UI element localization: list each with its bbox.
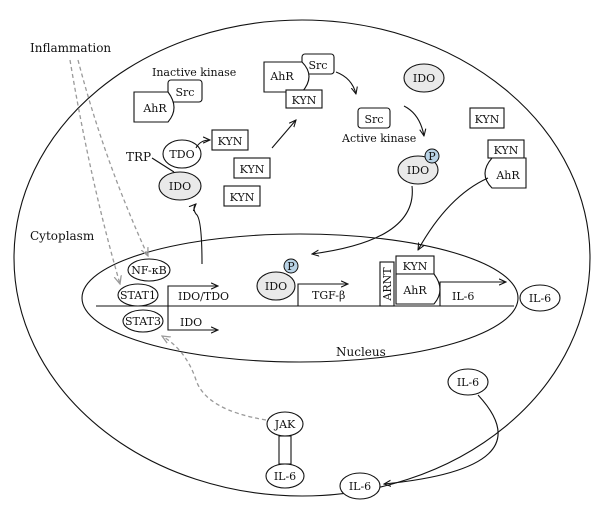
inflammation-label: Inflammation [30, 41, 111, 55]
jak-label: JAK [274, 418, 296, 431]
ido-tdo-expression-arrow [194, 204, 203, 265]
nucleus-membrane [81, 233, 519, 363]
il6-gene-label: IL-6 [452, 290, 474, 303]
il6-secretion-arrow [384, 394, 499, 484]
src-active-label: Src [365, 113, 384, 126]
stat1-factor [117, 283, 159, 307]
kyn-label-2: KYN [240, 163, 265, 176]
ahr-nuclear-import-arrow [418, 177, 489, 250]
il6-promoter-arrow [439, 282, 506, 306]
nfkb-label: NF-κB [131, 264, 166, 277]
ahr-shape [133, 91, 175, 123]
cytoplasm-label: Cytoplasm [30, 229, 95, 243]
kyn-label-4: KYN [292, 94, 317, 107]
tdo-enzyme [162, 139, 202, 169]
ahr-src-kyn-complex: Src AhR KYN [263, 53, 335, 109]
ido-label-top: IDO [413, 72, 435, 85]
phosphate-circle-1 [424, 148, 440, 164]
inactive-kinase-complex: Src AhR [133, 79, 203, 123]
tgfb-promoter-arrow [297, 284, 348, 306]
kyn-box-5 [469, 107, 505, 129]
ido-tdo-gene-label: IDO/TDO [178, 290, 229, 303]
phosphate-circle-2 [283, 258, 299, 274]
phosphate-label-2: P [287, 260, 295, 273]
ido-phospho-nuclear-label: IDO [265, 280, 287, 293]
kyn-label-5: KYN [475, 113, 500, 126]
kyn-label-3: KYN [230, 191, 255, 204]
ido-nuclear-import-arrow [312, 185, 413, 254]
tdo-to-kyn-arrow [195, 140, 210, 149]
il6-circle-nuclear-side [519, 284, 561, 312]
ahr-label-nuclear: AhR [402, 284, 427, 297]
nucleus-label: Nucleus [336, 345, 386, 359]
kyn-label-6: KYN [494, 144, 519, 157]
ido-label: IDO [169, 180, 191, 193]
tgfb-gene-label: TGF-β [312, 289, 345, 302]
ido-phospho-enzyme [397, 155, 439, 185]
phosphorylation-arrow [403, 105, 424, 136]
stat1-label: STAT1 [120, 289, 156, 302]
active-kinase-label: Active kinase [341, 132, 416, 145]
ido-enzyme-top [403, 63, 445, 93]
arnt-box [379, 261, 395, 307]
inactive-kinase-label: Inactive kinase [152, 66, 236, 79]
src-label-2: Src [309, 59, 328, 72]
kyn-box-1 [211, 129, 249, 151]
il6-bound [265, 463, 305, 489]
ido-phospho-nuclear [256, 271, 296, 301]
arnt-label: ARNT [381, 267, 394, 302]
il6-label-2: IL-6 [457, 376, 479, 389]
ido-enzyme-cytoplasm [158, 171, 202, 201]
ido-tdo-promoter-arrow [167, 286, 218, 306]
kyn-to-ahr-arrow [271, 120, 296, 149]
ido-gene-label: IDO [180, 316, 202, 329]
il6-receptor [278, 435, 292, 465]
cell-membrane [13, 19, 591, 497]
il6-circle-secreted [339, 472, 381, 500]
tdo-label: TDO [169, 148, 194, 161]
kyn-box-3 [223, 185, 261, 207]
ido-phospho-label: IDO [407, 164, 429, 177]
ahr-label-2: AhR [269, 70, 294, 83]
kyn-box-4 [285, 89, 323, 109]
kyn-label-nuclear: KYN [403, 260, 428, 273]
inflammation-to-stat1-arrow [69, 59, 120, 284]
trp-line [151, 157, 175, 173]
inflammation-to-nfkb-arrow [77, 59, 148, 256]
ahr-label: AhR [142, 102, 167, 115]
il6-label-bound: IL-6 [274, 470, 296, 483]
kyn-label-1: KYN [218, 135, 243, 148]
stat3-label: STAT3 [125, 315, 161, 328]
ahr-label-3: AhR [495, 169, 520, 182]
src-box [167, 79, 203, 103]
nfkb-factor [127, 258, 171, 282]
ido-promoter-arrow [167, 306, 218, 330]
il6-circle-cytoplasm [447, 368, 489, 396]
trp-label: TRP [126, 150, 151, 164]
phosphate-label-1: P [428, 150, 436, 163]
il6-label-3: IL-6 [349, 480, 371, 493]
jak-to-stat3-arrow [162, 336, 267, 421]
stat3-factor [122, 309, 164, 333]
kyn-box-2 [233, 157, 271, 179]
il6-label-1: IL-6 [529, 292, 551, 305]
src-label: Src [176, 86, 195, 99]
ahr-shape-3 [484, 157, 527, 189]
src-active-box [357, 107, 391, 129]
release-arrow [335, 71, 356, 94]
